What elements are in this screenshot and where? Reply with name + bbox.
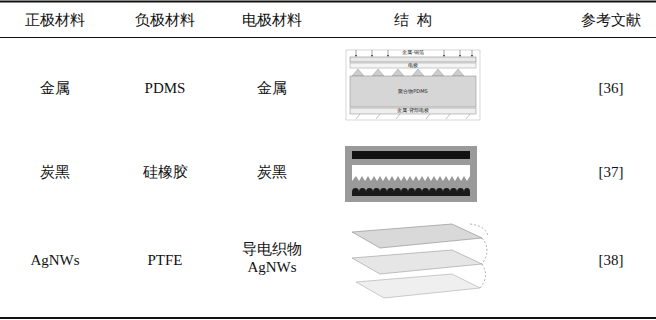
table-cell: 金属 (40, 79, 70, 97)
header-rule (0, 37, 656, 38)
table-cell: AgNWs (30, 251, 79, 269)
structure-1 (346, 50, 480, 120)
structure-2 (345, 146, 477, 202)
column-header: 结 构 (394, 11, 432, 29)
top-rule (0, 1, 656, 3)
table-cell: PDMS (145, 79, 186, 97)
column-header: 负极材料 (135, 11, 195, 29)
structure-3 (352, 224, 488, 298)
table-cell: 导电织物 AgNWs (237, 240, 307, 276)
table-cell: 炭黑 (257, 163, 287, 181)
table-cell: PTFE (147, 251, 182, 269)
reference-number: [38] (599, 251, 624, 269)
bottom-rule (0, 317, 656, 319)
part-label: 电极 (408, 63, 418, 68)
table-cell: 金属 (257, 79, 287, 97)
part-label: 聚合物PDMS (398, 88, 427, 94)
reference-number: [37] (599, 163, 624, 181)
table-cell: 炭黑 (40, 163, 70, 181)
column-header: 参考文献 (581, 11, 641, 29)
reference-number: [36] (599, 79, 624, 97)
column-header: 电极材料 (242, 11, 302, 29)
part-label: 金属-铜箔 (402, 50, 424, 55)
part-label: 金属-背部电极 (397, 108, 429, 113)
table-cell: 硅橡胶 (143, 163, 188, 181)
column-header: 正极材料 (25, 11, 85, 29)
